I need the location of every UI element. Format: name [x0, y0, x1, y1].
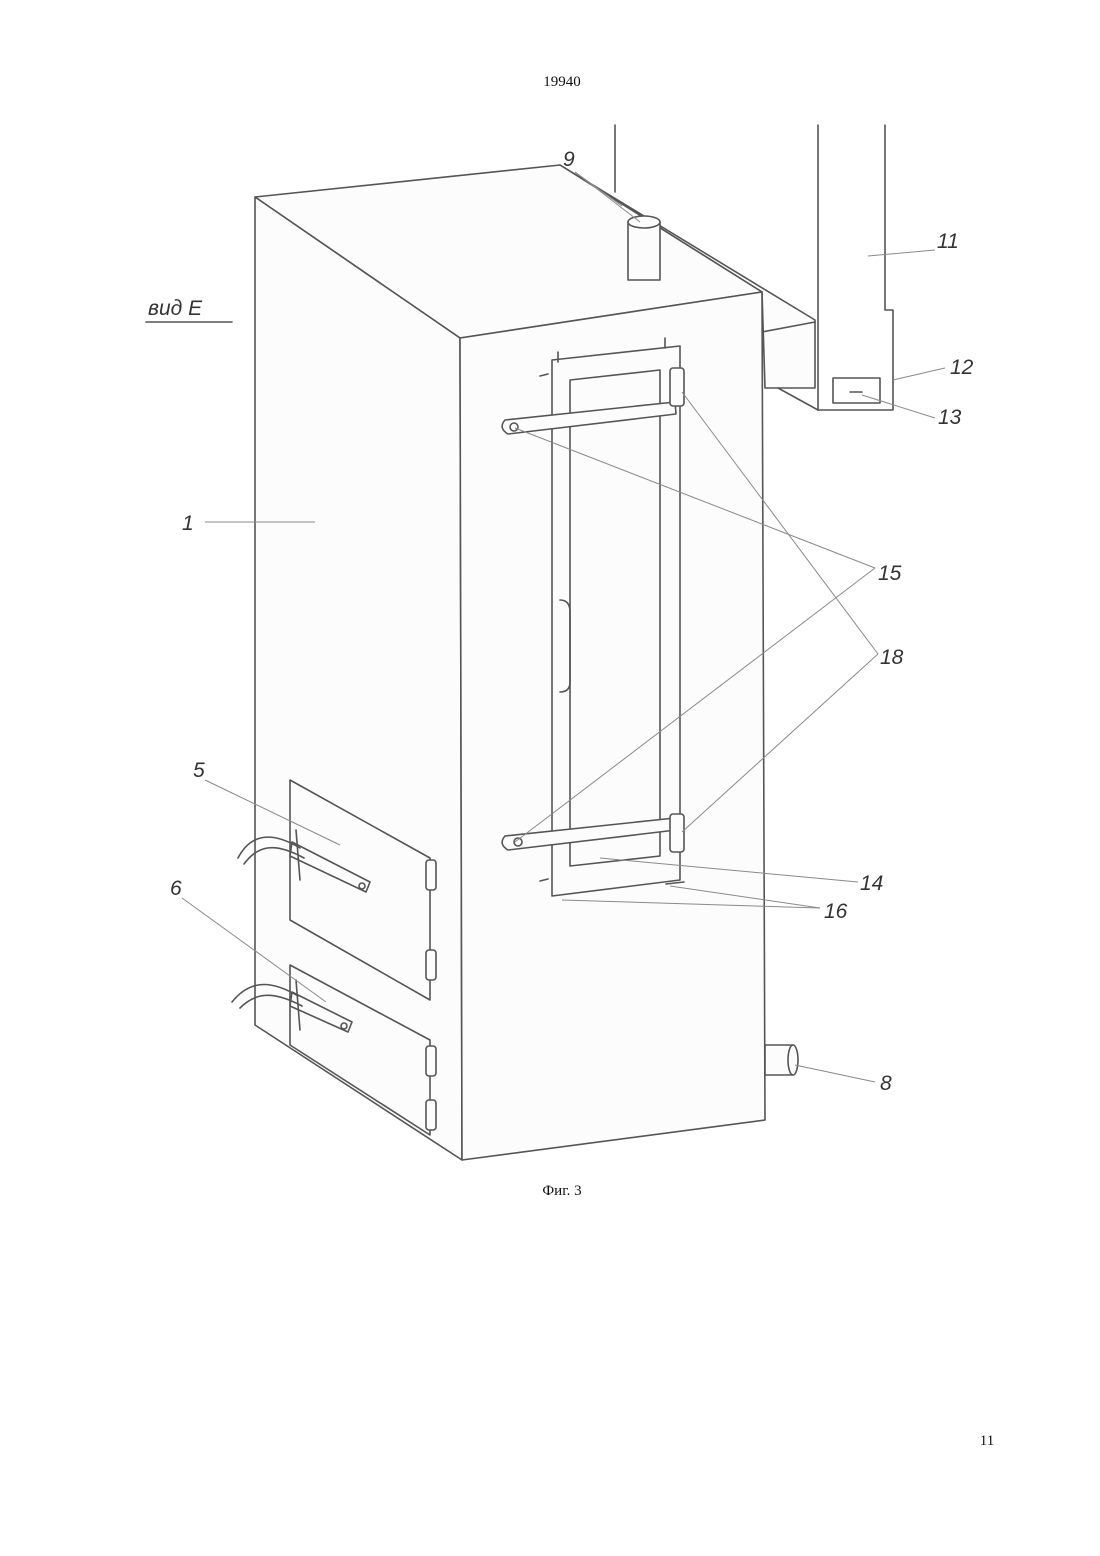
- callout-label: 18: [880, 646, 904, 669]
- callout-label: 11: [937, 230, 959, 253]
- callout-label: 6: [170, 877, 182, 900]
- page-number: 11: [970, 1433, 1004, 1450]
- top-pipe: [628, 216, 660, 280]
- callout-label: 16: [824, 900, 848, 923]
- figure-caption: Фиг. 3: [12, 1183, 1100, 1200]
- side-pipe: [765, 1045, 798, 1075]
- callout-label: 13: [938, 406, 962, 429]
- upper-hinge: [670, 368, 684, 406]
- callout-label: 5: [193, 759, 205, 782]
- callout-label: 15: [878, 562, 902, 585]
- callout-label: 1: [182, 512, 194, 535]
- callout-label: 14: [860, 872, 883, 895]
- callout-label: 8: [880, 1072, 892, 1095]
- view-label: вид Е: [148, 297, 203, 320]
- chimney-cleanout-door: [833, 378, 880, 403]
- callout-label: 12: [950, 356, 974, 379]
- callout-label: 9: [563, 148, 575, 171]
- lower-hinge: [670, 814, 684, 852]
